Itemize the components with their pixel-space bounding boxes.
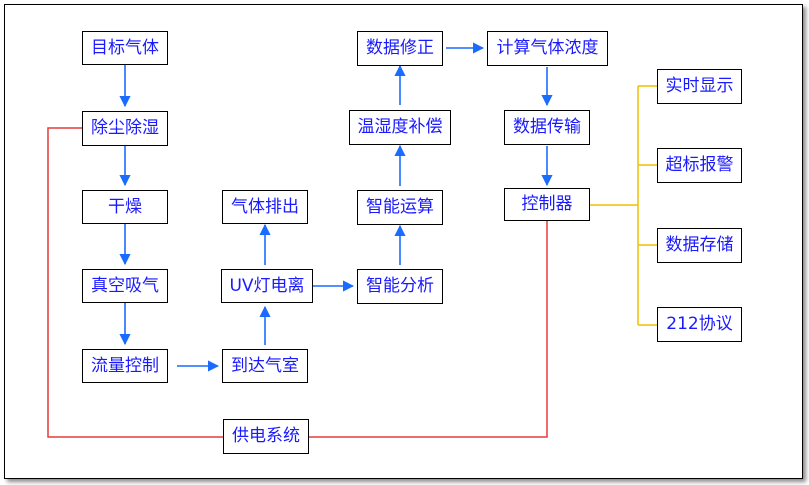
node-realtime-display: 实时显示 [657, 69, 742, 104]
node-target-gas: 目标气体 [82, 31, 168, 65]
node-calc-concentration: 计算气体浓度 [487, 31, 608, 66]
node-vacuum-suction: 真空吸气 [82, 269, 168, 303]
node-data-correction: 数据修正 [357, 31, 443, 66]
node-controller: 控制器 [504, 188, 590, 221]
node-uv-ionization: UV灯电离 [221, 269, 313, 303]
power-line-right [309, 221, 548, 438]
node-dust-dehumidify: 除尘除湿 [82, 111, 168, 146]
node-over-limit-alarm: 超标报警 [657, 148, 742, 183]
node-protocol-212: 212协议 [657, 307, 742, 342]
power-line-left [47, 127, 223, 438]
node-smart-analysis: 智能分析 [357, 269, 443, 304]
node-power-system: 供电系统 [223, 419, 309, 454]
node-data-transmission: 数据传输 [504, 110, 590, 145]
diagram-frame: 目标气体 除尘除湿 干燥 真空吸气 流量控制 到达气室 UV灯电离 气体排出 智… [4, 4, 803, 479]
node-temp-humidity-compensation: 温湿度补偿 [349, 110, 451, 145]
node-dry: 干燥 [82, 190, 168, 224]
node-gas-exhaust: 气体排出 [222, 190, 308, 224]
node-arrive-chamber: 到达气室 [222, 349, 308, 383]
node-smart-compute: 智能运算 [357, 190, 443, 225]
connector-layer [47, 42, 657, 438]
node-flow-control: 流量控制 [82, 349, 168, 383]
node-data-storage: 数据存储 [657, 228, 742, 263]
